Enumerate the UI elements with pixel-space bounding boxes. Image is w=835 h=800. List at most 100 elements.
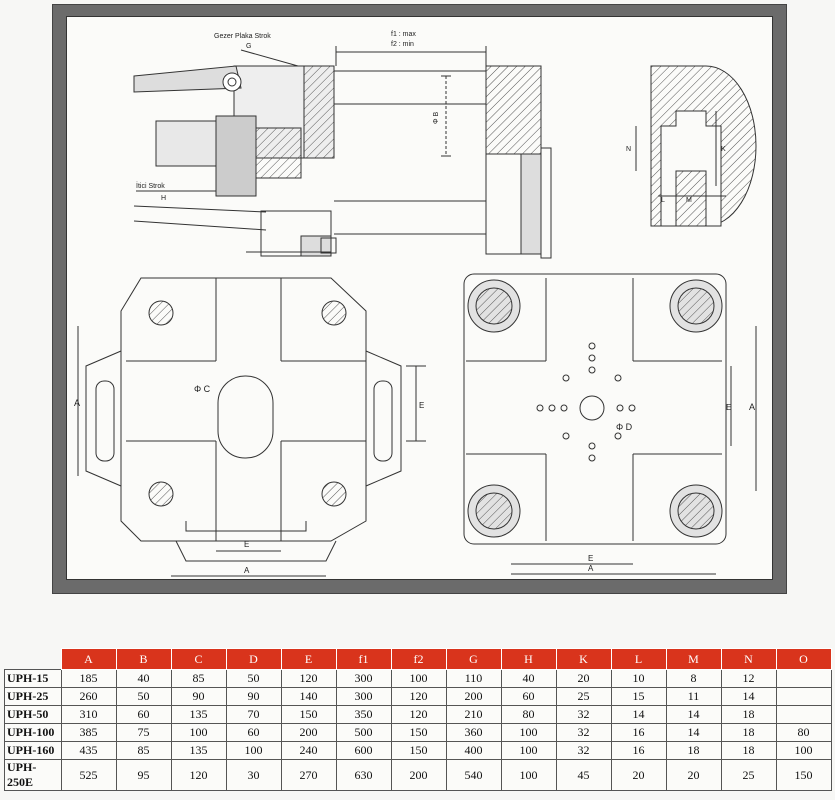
table-row: UPH-25 260 50 90 90 140 300 120 200 60 2… — [4, 687, 832, 706]
header-n: N — [720, 648, 777, 670]
header-b: B — [115, 648, 172, 670]
table-cell: 20 — [610, 759, 667, 791]
table-cell — [775, 687, 832, 706]
table-cell: 120 — [170, 759, 227, 791]
table-cell: 135 — [170, 741, 227, 760]
header-g: G — [445, 648, 502, 670]
table-cell: 500 — [335, 723, 392, 742]
table-cell: 90 — [225, 687, 282, 706]
table-cell: 270 — [280, 759, 337, 791]
table-cell: 150 — [390, 723, 447, 742]
table-cell: 90 — [170, 687, 227, 706]
table-cell: 85 — [170, 669, 227, 688]
table-cell: 100 — [500, 759, 557, 791]
front-plate-left-holes — [148, 300, 347, 507]
table-cell: 11 — [665, 687, 722, 706]
row-model: UPH-100 — [4, 723, 62, 742]
table-cell: 100 — [390, 669, 447, 688]
table-cell: 200 — [390, 759, 447, 791]
table-cell: 210 — [445, 705, 502, 724]
table-cell: 32 — [555, 741, 612, 760]
header-l: L — [610, 648, 667, 670]
table-cell: 80 — [500, 705, 557, 724]
table-cell: 200 — [445, 687, 502, 706]
table-cell: 540 — [445, 759, 502, 791]
table-cell: 50 — [115, 687, 172, 706]
table-cell: 400 — [445, 741, 502, 760]
table-cell: 100 — [500, 741, 557, 760]
table-cell: 360 — [445, 723, 502, 742]
table-cell: 300 — [335, 687, 392, 706]
table-cell: 18 — [720, 741, 777, 760]
table-cell: 12 — [720, 669, 777, 688]
table-cell: 15 — [610, 687, 667, 706]
technical-drawing: Gezer Plaka Strok G f1 : max f2 : min Φ … — [74, 31, 757, 577]
row-model: UPH-50 — [4, 705, 62, 724]
table-cell: 14 — [720, 687, 777, 706]
table-row: UPH-250E 525 95 120 30 270 630 200 540 1… — [4, 759, 832, 791]
label-phi-d: Φ D — [616, 422, 633, 432]
row-model: UPH-250E — [4, 759, 62, 791]
label-itici-strok: İtici Strok — [136, 181, 165, 190]
table-cell: 435 — [60, 741, 117, 760]
table-cell — [775, 669, 832, 688]
table-cell — [775, 705, 832, 724]
label-a-right-side: A — [749, 402, 755, 412]
table-cell: 30 — [225, 759, 282, 791]
label-a-right-bottom: A — [588, 564, 594, 573]
header-a: A — [60, 648, 117, 670]
header-f1: f1 — [335, 648, 392, 670]
row-model: UPH-25 — [4, 687, 62, 706]
table-row: UPH-50 310 60 135 70 150 350 120 210 80 … — [4, 705, 832, 724]
table-cell: 8 — [665, 669, 722, 688]
label-e-right-bottom: E — [588, 554, 593, 563]
table-cell: 75 — [115, 723, 172, 742]
table-cell: 40 — [115, 669, 172, 688]
table-cell: 300 — [335, 669, 392, 688]
table-cell: 85 — [115, 741, 172, 760]
table-cell: 10 — [610, 669, 667, 688]
table-cell: 135 — [170, 705, 227, 724]
side-view — [133, 46, 552, 259]
ejector-hole-pattern — [536, 342, 636, 462]
table-corner — [5, 649, 62, 670]
moving-plate-right-bushings — [467, 279, 723, 538]
table-cell: 100 — [500, 723, 557, 742]
dimension-table: A B C D E f1 f2 G H K L M N O UPH-15 185… — [4, 648, 832, 791]
table-cell: 100 — [225, 741, 282, 760]
table-cell: 630 — [335, 759, 392, 791]
label-m: M — [686, 197, 692, 204]
label-e-right-side: E — [726, 403, 731, 412]
table-row: UPH-160 435 85 135 100 240 600 150 400 1… — [4, 741, 832, 760]
table-cell: 14 — [665, 723, 722, 742]
row-model: UPH-15 — [4, 669, 62, 688]
table-cell: 18 — [720, 705, 777, 724]
header-k: K — [555, 648, 612, 670]
table-cell: 18 — [665, 741, 722, 760]
label-f1: f1 : max — [391, 31, 416, 38]
table-cell: 150 — [280, 705, 337, 724]
table-cell: 45 — [555, 759, 612, 791]
table-cell: 20 — [555, 669, 612, 688]
table-cell: 385 — [60, 723, 117, 742]
table-cell: 350 — [335, 705, 392, 724]
table-cell: 260 — [60, 687, 117, 706]
table-cell: 60 — [225, 723, 282, 742]
table-cell: 120 — [390, 705, 447, 724]
header-e: E — [280, 648, 337, 670]
table-row: UPH-100 385 75 100 60 200 500 150 360 10… — [4, 723, 832, 742]
table-cell: 14 — [665, 705, 722, 724]
label-n: N — [626, 146, 631, 153]
label-e-left-bottom: E — [244, 540, 249, 549]
table-cell: 310 — [60, 705, 117, 724]
t-slot-detail — [635, 65, 757, 227]
header-h: H — [500, 648, 557, 670]
table-cell: 18 — [720, 723, 777, 742]
label-l: L — [661, 197, 665, 204]
label-phi-b: Φ B — [433, 111, 440, 124]
table-cell: 140 — [280, 687, 337, 706]
front-plate-left — [77, 277, 426, 577]
label-f2: f2 : min — [391, 41, 414, 48]
table-cell: 120 — [280, 669, 337, 688]
table-cell: 32 — [555, 723, 612, 742]
